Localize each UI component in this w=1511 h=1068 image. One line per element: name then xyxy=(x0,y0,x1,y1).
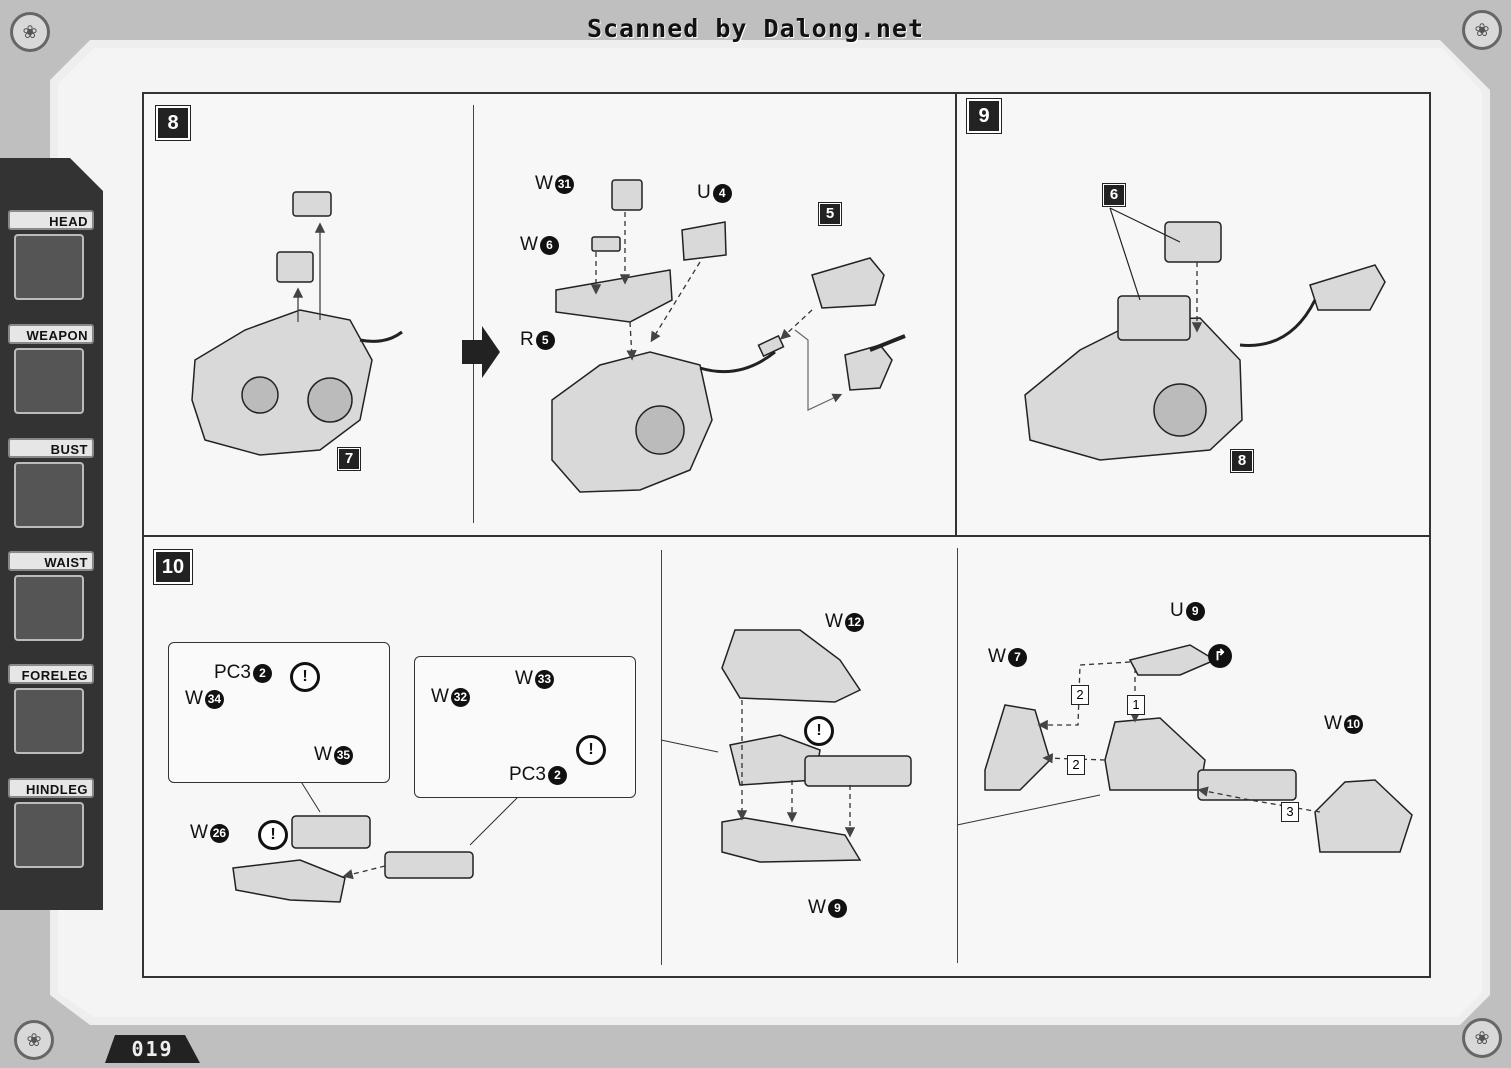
sidebar-item-label: HEAD xyxy=(8,210,94,230)
caution-icon: ! xyxy=(576,735,606,765)
order-tag: 2 xyxy=(1067,755,1085,775)
waist-thumbnail-icon xyxy=(14,575,84,641)
step-number: 9 xyxy=(966,98,1002,134)
order-tag: 2 xyxy=(1071,685,1089,705)
sidebar-item-weapon[interactable]: WEAPON xyxy=(8,324,94,414)
sidebar-item-label: HINDLEG xyxy=(8,778,94,798)
panel-divider xyxy=(955,92,957,537)
caution-icon: ! xyxy=(804,716,834,746)
page-number: 019 xyxy=(105,1035,200,1063)
panel-divider xyxy=(142,535,1429,537)
rotate-icon: ↱ xyxy=(1208,644,1232,668)
sidebar-item-label: WAIST xyxy=(8,551,94,571)
order-tag: 1 xyxy=(1127,695,1145,715)
section-sidebar: HEAD WEAPON BUST WAIST FORELEG HINDLEG xyxy=(0,158,103,910)
corner-logo-icon: ❀ xyxy=(1462,1018,1502,1058)
step-reference: 6 xyxy=(1102,183,1126,207)
sidebar-item-label: FORELEG xyxy=(8,664,94,684)
head-thumbnail-icon xyxy=(14,234,84,300)
sidebar-item-label: BUST xyxy=(8,438,94,458)
step-separator xyxy=(473,105,474,523)
bust-thumbnail-icon xyxy=(14,462,84,528)
sidebar-item-hindleg[interactable]: HINDLEG xyxy=(8,778,94,868)
detail-box xyxy=(414,656,636,798)
caution-icon: ! xyxy=(258,820,288,850)
sidebar-item-foreleg[interactable]: FORELEG xyxy=(8,664,94,754)
order-tag: 3 xyxy=(1281,802,1299,822)
corner-logo-icon: ❀ xyxy=(1462,10,1502,50)
detail-box xyxy=(168,642,390,783)
step-reference: 8 xyxy=(1230,449,1254,473)
step-reference: 7 xyxy=(337,447,361,471)
caution-icon: ! xyxy=(290,662,320,692)
corner-logo-icon: ❀ xyxy=(10,12,50,52)
step-number: 8 xyxy=(155,105,191,141)
corner-logo-icon: ❀ xyxy=(14,1020,54,1060)
sidebar-item-bust[interactable]: BUST xyxy=(8,438,94,528)
foreleg-thumbnail-icon xyxy=(14,688,84,754)
step-separator xyxy=(957,548,958,963)
weapon-thumbnail-icon xyxy=(14,348,84,414)
step-number: 10 xyxy=(153,549,193,585)
sidebar-item-label: WEAPON xyxy=(8,324,94,344)
hindleg-thumbnail-icon xyxy=(14,802,84,868)
step-reference: 5 xyxy=(818,202,842,226)
sidebar-item-waist[interactable]: WAIST xyxy=(8,551,94,641)
step-separator xyxy=(661,550,662,965)
scan-credit: Scanned by Dalong.net xyxy=(586,14,925,43)
sidebar-item-head[interactable]: HEAD xyxy=(8,210,94,300)
